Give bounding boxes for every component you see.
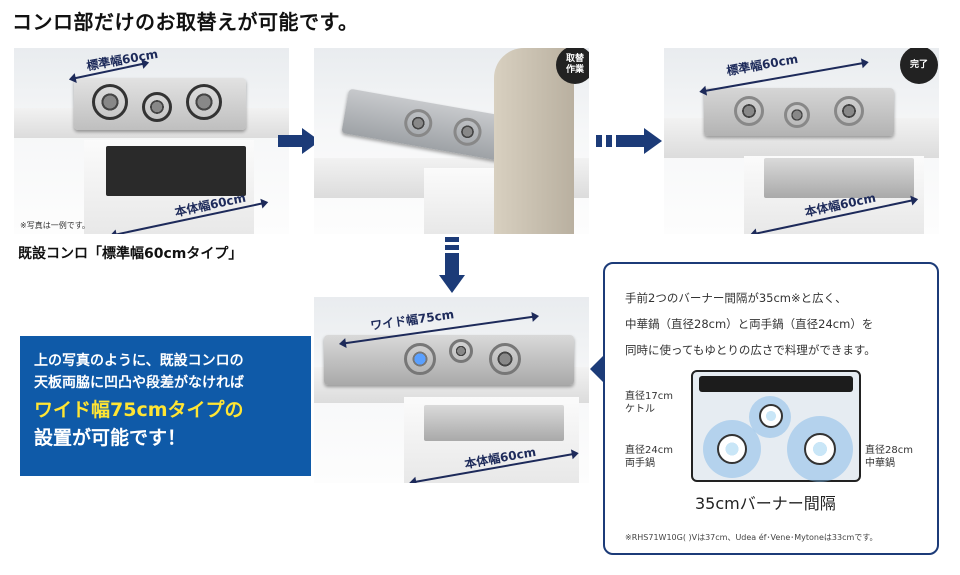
bubble-pointer	[590, 355, 604, 383]
arrow-right-icon	[616, 135, 644, 147]
installation-callout: 上の写真のように、既設コンロの 天板両脇に凹凸や段差がなければ ワイド幅75cm…	[20, 336, 311, 476]
burner-diagram	[691, 370, 861, 482]
burner-spacing-label: 35cmバーナー間隔	[695, 494, 836, 513]
photo-wide-stove: ワイド幅75cm 本体幅60cm	[314, 297, 589, 483]
oven-unit	[106, 146, 246, 196]
existing-stove-label: 既設コンロ「標準幅60cmタイプ」	[18, 246, 243, 262]
info-line-2: 中華鍋（直径28cm）と両手鍋（直径24cm）を	[625, 317, 874, 331]
burner-icon	[734, 96, 764, 126]
burner-icon	[404, 343, 436, 375]
burner-icon	[804, 433, 836, 465]
arrow-down-icon	[445, 253, 459, 275]
burner-icon	[784, 102, 810, 128]
existing-hob	[74, 78, 246, 130]
new-hob	[704, 88, 894, 136]
complete-badge: 完了	[900, 48, 938, 84]
burner-icon	[402, 106, 435, 140]
burner-icon	[449, 339, 473, 363]
photo-note: ※写真は一例です。	[20, 221, 90, 230]
photo-replacement-work: 取替 作業	[314, 48, 589, 234]
burner-icon	[451, 115, 484, 148]
grate-icon	[142, 92, 172, 122]
callout-line-1: 上の写真のように、既設コンロの	[34, 353, 244, 369]
arrow-right-icon	[278, 135, 302, 147]
info-footnote: ※RHS71W10G( )Vは37cm、Udea éf･Vene･Mytoneは…	[625, 533, 878, 542]
burner-icon	[759, 404, 783, 428]
burner-icon	[489, 343, 521, 375]
wide-hob	[324, 335, 574, 385]
callout-line-2: 天板両脇に凹凸や段差がなければ	[34, 375, 244, 391]
photo-completed: 標準幅60cm 本体幅60cm 完了	[664, 48, 939, 234]
burner-icon	[717, 434, 747, 464]
burner-icon	[834, 96, 864, 126]
work-badge: 取替 作業	[556, 48, 589, 84]
callout-line-4: 設置が可能です！	[34, 427, 187, 449]
info-line-1: 手前2つのバーナー間隔が35cm※と広く、	[625, 291, 847, 305]
grate-icon	[92, 84, 128, 120]
burner-spacing-info: 手前2つのバーナー間隔が35cm※と広く、 中華鍋（直径28cm）と両手鍋（直径…	[603, 262, 939, 555]
worker-figure	[494, 48, 574, 234]
callout-highlight: ワイド幅75cmタイプの	[34, 399, 244, 421]
grate-icon	[186, 84, 222, 120]
lifted-hob	[341, 88, 517, 163]
oven-unit	[764, 158, 914, 198]
info-line-3: 同時に使ってもゆとりの広さで料理ができます。	[625, 343, 876, 357]
top-width-label: 標準幅60cm	[85, 48, 160, 74]
page-heading: コンロ部だけのお取替えが可能です。	[12, 10, 359, 34]
photo-existing-stove: 標準幅60cm 本体幅60cm ※写真は一例です。	[14, 48, 289, 234]
oven-unit	[424, 405, 564, 441]
